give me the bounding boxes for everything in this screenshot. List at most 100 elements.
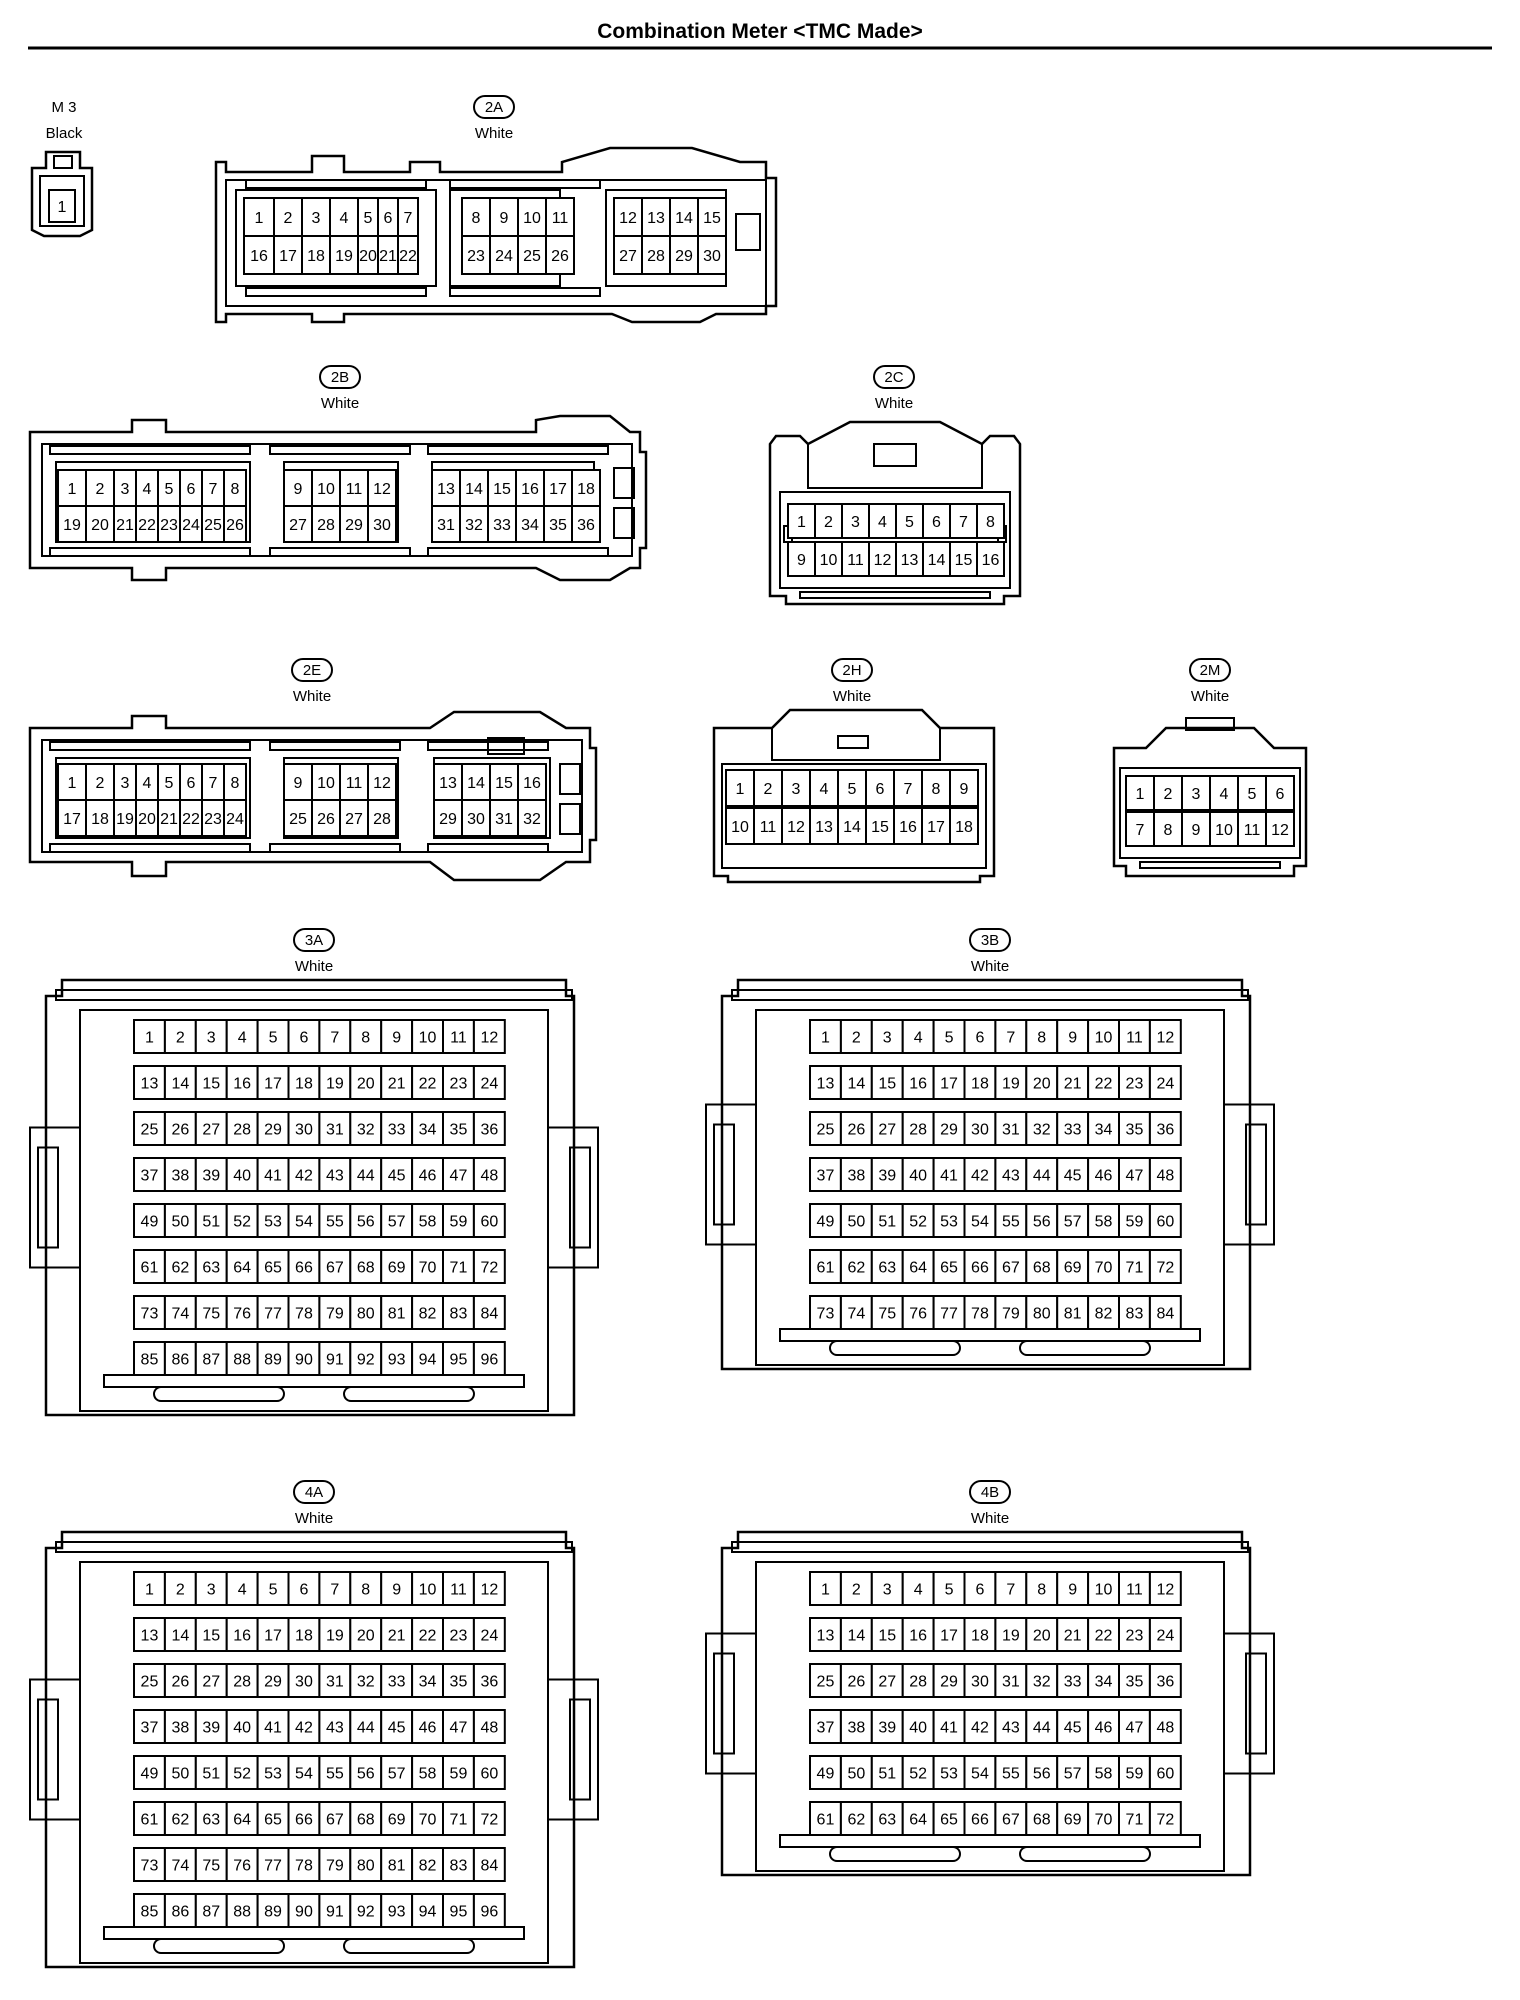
- pin-number: 13: [439, 775, 457, 792]
- pin-cell: [411, 1111, 445, 1146]
- pin-cell: [287, 1893, 321, 1928]
- pin-number: 12: [619, 210, 637, 227]
- pin-number: 26: [171, 1674, 189, 1691]
- pin-number: 45: [1064, 1168, 1082, 1185]
- pin-number: 14: [465, 481, 483, 498]
- pin-number: 15: [202, 1628, 220, 1645]
- pin-number: 6: [187, 481, 196, 498]
- pin-cell: [349, 1203, 383, 1238]
- pin-number: 16: [909, 1628, 927, 1645]
- pin-number: 25: [141, 1122, 159, 1139]
- pin-number: 5: [945, 1582, 954, 1599]
- pin-number: 32: [1033, 1674, 1051, 1691]
- pin-number: 7: [330, 1030, 339, 1047]
- pin-cell: [472, 1571, 506, 1606]
- 2e-rib: [269, 741, 401, 751]
- pin-cell: [1148, 1065, 1182, 1100]
- pin-number: 83: [1126, 1306, 1144, 1323]
- pin-number: 17: [279, 248, 297, 265]
- pin-number: 13: [437, 481, 455, 498]
- pin-number: 14: [171, 1076, 189, 1093]
- pin-cell: [697, 235, 727, 275]
- pin-number: 29: [940, 1674, 958, 1691]
- pin-cell: [1025, 1755, 1059, 1790]
- pin-number: 22: [1095, 1628, 1113, 1645]
- pin-number: 6: [975, 1030, 984, 1047]
- 2m-rib: [1139, 861, 1281, 869]
- pin-number: 75: [202, 1858, 220, 1875]
- pin-cell: [1148, 1617, 1182, 1652]
- pin-number: 51: [202, 1766, 220, 1783]
- pin-number: 26: [847, 1674, 865, 1691]
- pin-number: 4: [143, 775, 152, 792]
- pin-number: 95: [450, 1352, 468, 1369]
- connector-id: 3A: [305, 932, 323, 949]
- pin-cell: [133, 1295, 166, 1330]
- pin-number: 11: [346, 775, 363, 792]
- pin-number: 37: [817, 1168, 835, 1185]
- pin-number: 28: [647, 248, 665, 265]
- pin-number: 41: [940, 1168, 958, 1185]
- pin-cell: [809, 1801, 842, 1836]
- pin-cell: [1148, 1709, 1182, 1744]
- pin-number: 87: [202, 1352, 220, 1369]
- pin-number: 67: [326, 1812, 344, 1829]
- pin-number: 10: [820, 552, 838, 569]
- pin-number: 16: [233, 1076, 251, 1093]
- 2m-inner: [1119, 767, 1301, 859]
- pin-number: 57: [1064, 1214, 1082, 1231]
- pin-number: 4: [340, 210, 349, 227]
- pin-number: 89: [264, 1904, 282, 1921]
- pin-number: 11: [552, 210, 569, 227]
- pin-number: 58: [1095, 1766, 1113, 1783]
- connector-id-badge: [969, 928, 1011, 952]
- pin-cell: [1153, 811, 1183, 847]
- pin-cell: [380, 1203, 414, 1238]
- pin-number: 17: [264, 1076, 282, 1093]
- 2h-hood: [771, 728, 941, 761]
- pin-cell: [256, 1663, 290, 1698]
- pin-number: 23: [160, 517, 178, 534]
- pin-cell: [994, 1571, 1028, 1606]
- pin-cell: [1209, 775, 1239, 811]
- pin-cell: [301, 197, 331, 237]
- pin-number: 27: [289, 517, 307, 534]
- pin-cell: [932, 1571, 966, 1606]
- pin-number: 7: [904, 781, 913, 798]
- pin-number: 12: [480, 1030, 498, 1047]
- pin-number: 63: [202, 1260, 220, 1277]
- pin-number: 15: [878, 1628, 896, 1645]
- connector-id: 2H: [842, 662, 861, 679]
- pin-number: 33: [1064, 1122, 1082, 1139]
- pin-number: 35: [1126, 1122, 1144, 1139]
- pin-cell: [287, 1801, 321, 1836]
- pin-number: 14: [843, 819, 861, 836]
- pin-cell: [411, 1203, 445, 1238]
- pin-number: 69: [388, 1260, 406, 1277]
- pin-number: 36: [480, 1122, 498, 1139]
- pin-cell: [349, 1065, 383, 1100]
- pin-cell: [809, 807, 839, 845]
- pin-number: 20: [359, 248, 377, 265]
- pin-cell: [256, 1571, 290, 1606]
- pin-number: 40: [233, 1168, 251, 1185]
- pin-cell: [809, 1755, 842, 1790]
- m3-latch: [53, 155, 73, 169]
- pin-number: 26: [317, 811, 335, 828]
- pin-number: 15: [202, 1076, 220, 1093]
- pin-number: 1: [145, 1582, 154, 1599]
- pin-cell: [1209, 811, 1239, 847]
- pin-cell: [472, 1617, 506, 1652]
- pin-number: 80: [357, 1306, 375, 1323]
- pin-cell: [411, 1755, 445, 1790]
- 2a-cavity: [235, 189, 437, 287]
- pin-number: 49: [817, 1214, 835, 1231]
- pin-number: 2: [96, 481, 105, 498]
- pin-number: 2: [176, 1582, 185, 1599]
- pin-number: 87: [202, 1904, 220, 1921]
- 2e-rib: [427, 843, 549, 853]
- pin-cell: [1118, 1019, 1151, 1054]
